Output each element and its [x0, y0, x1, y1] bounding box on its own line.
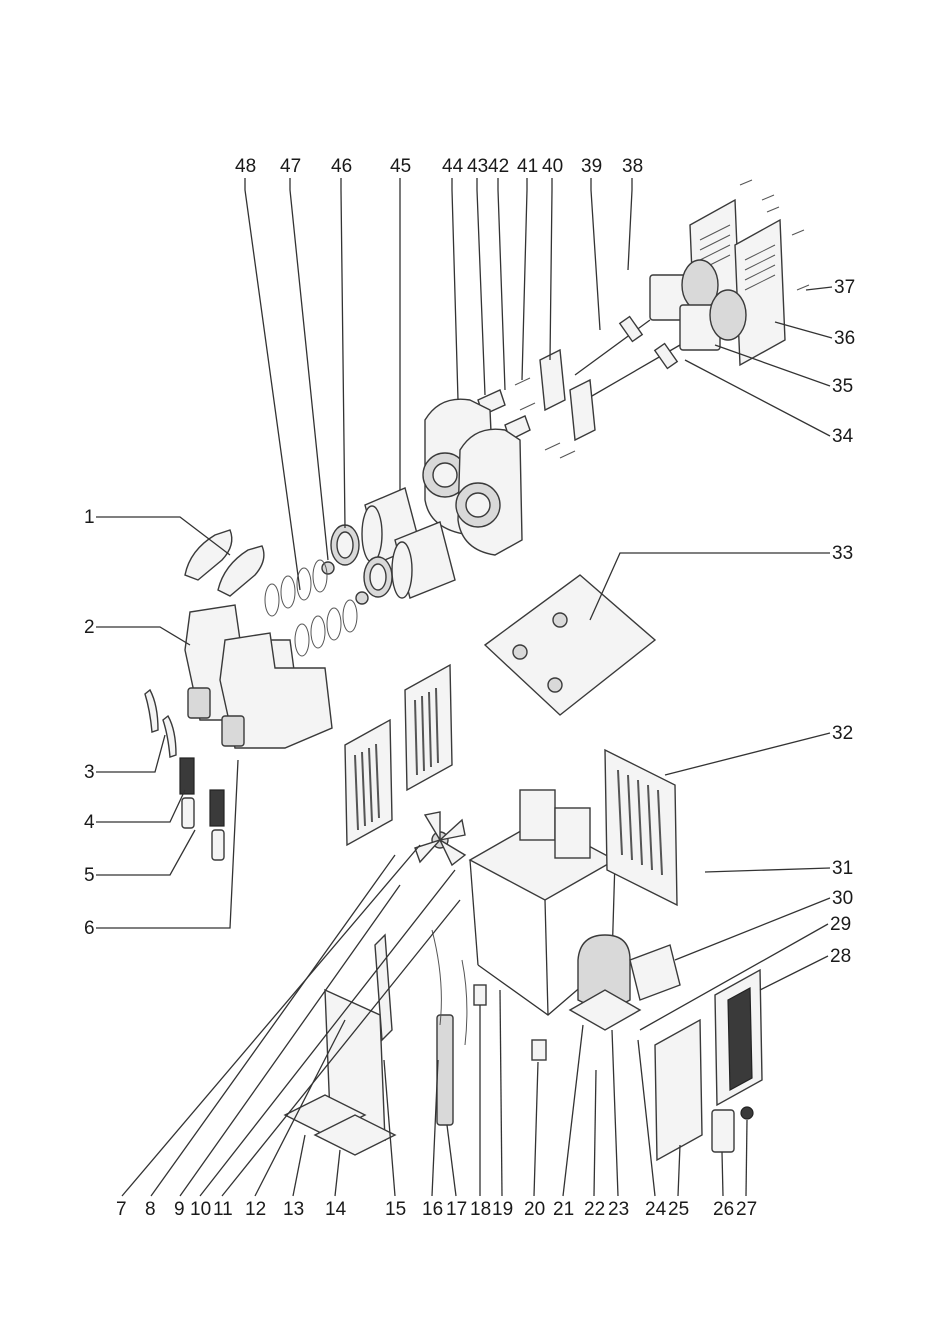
callout-3: 3: [84, 762, 95, 783]
callout-1: 1: [84, 507, 95, 528]
callout-43: 43: [467, 156, 488, 177]
cooling-fan: [415, 812, 465, 865]
callout-29: 29: [830, 914, 851, 935]
callout-25: 25: [668, 1199, 689, 1220]
callout-9: 9: [174, 1199, 185, 1220]
callout-16: 16: [422, 1199, 443, 1220]
callout-45: 45: [390, 156, 411, 177]
callout-18: 18: [470, 1199, 491, 1220]
callout-38: 38: [622, 156, 643, 177]
callout-31: 31: [832, 858, 853, 879]
callout-36: 36: [834, 328, 855, 349]
callout-14: 14: [325, 1199, 347, 1220]
callout-23: 23: [608, 1199, 629, 1220]
callout-20: 20: [524, 1199, 545, 1220]
callout-10: 10: [190, 1199, 211, 1220]
callout-41: 41: [517, 156, 538, 177]
callout-47: 47: [280, 156, 301, 177]
callout-37: 37: [834, 277, 855, 298]
callout-35: 35: [832, 376, 853, 397]
callout-32: 32: [832, 723, 853, 744]
product-bowls: [185, 605, 332, 748]
callout-39: 39: [581, 156, 602, 177]
compressor: [570, 935, 680, 1030]
callout-22: 22: [584, 1199, 605, 1220]
callout-17: 17: [446, 1199, 467, 1220]
callout-33: 33: [832, 543, 853, 564]
callout-4: 4: [84, 812, 95, 833]
callout-6: 6: [84, 918, 95, 939]
back-grille: [605, 750, 677, 905]
callout-26: 26: [713, 1199, 734, 1220]
callout-34: 34: [832, 426, 854, 447]
callout-19: 19: [492, 1199, 513, 1220]
callout-27: 27: [736, 1199, 757, 1220]
callout-15: 15: [385, 1199, 406, 1220]
drip-tray-top: [485, 575, 655, 715]
callout-28: 28: [830, 946, 851, 967]
callout-46: 46: [331, 156, 352, 177]
callout-40: 40: [542, 156, 563, 177]
side-panel-and-trays: [285, 930, 546, 1155]
callout-48: 48: [235, 156, 256, 177]
callout-2: 2: [84, 617, 95, 638]
callout-24: 24: [645, 1199, 667, 1220]
callout-42: 42: [488, 156, 509, 177]
callout-8: 8: [145, 1199, 156, 1220]
callout-30: 30: [832, 888, 853, 909]
front-control-panel: [655, 970, 762, 1160]
callout-5: 5: [84, 865, 95, 886]
callout-21: 21: [553, 1199, 574, 1220]
callout-11: 11: [213, 1199, 233, 1220]
bowl-lids: [185, 530, 264, 596]
callout-7: 7: [116, 1199, 127, 1220]
callout-44: 44: [442, 156, 464, 177]
callout-13: 13: [283, 1199, 304, 1220]
callout-12: 12: [245, 1199, 266, 1220]
